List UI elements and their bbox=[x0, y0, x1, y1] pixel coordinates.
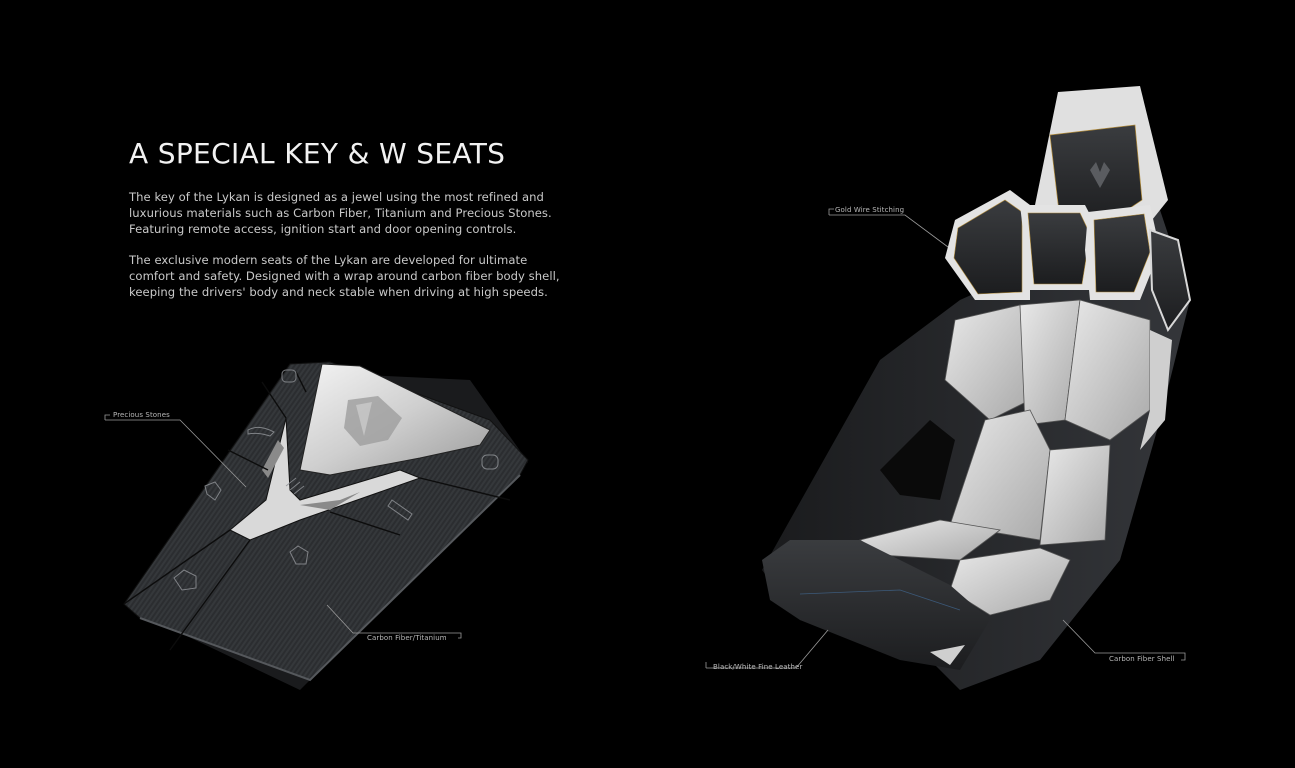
callout-carbon-fiber-shell: Carbon Fiber Shell bbox=[1109, 655, 1175, 663]
callout-precious-stones: Precious Stones bbox=[113, 411, 170, 419]
seat-callout-lines bbox=[705, 208, 1186, 669]
callout-carbon-fiber-titanium: Carbon Fiber/Titanium bbox=[367, 634, 447, 642]
seats-description: The exclusive modern seats of the Lykan … bbox=[129, 253, 560, 299]
key-description: The key of the Lykan is designed as a je… bbox=[129, 190, 552, 236]
key-callout-lines bbox=[104, 414, 462, 639]
callout-gold-wire-stitching: Gold Wire Stitching bbox=[835, 206, 905, 214]
page-title: A SPECIAL KEY & W SEATS bbox=[129, 138, 506, 170]
key-fob-image bbox=[123, 361, 529, 690]
callout-black-white-fine-leather: Black/White Fine Leather bbox=[713, 663, 803, 671]
seat-image bbox=[762, 86, 1192, 690]
